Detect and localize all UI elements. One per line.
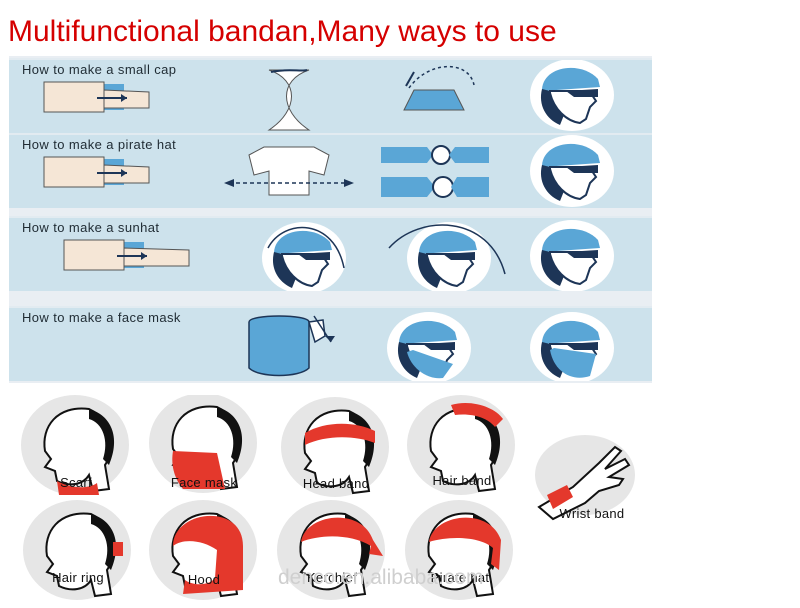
hands-pulling-tube-icon xyxy=(43,81,150,113)
style-label: Hair ring xyxy=(52,570,104,585)
hands-pulling-tube-icon xyxy=(63,239,190,271)
style-label: Wrist band xyxy=(559,506,625,521)
sunhat-steps-illustration xyxy=(63,219,615,291)
guide-row-pirate-hat: How to make a pirate hat xyxy=(9,133,652,208)
guide-row-face-mask: How to make a face mask xyxy=(9,306,652,381)
pirate-hat-steps-illustration xyxy=(43,135,615,208)
style-hood: Hood xyxy=(145,500,263,608)
head-band-head-icon xyxy=(280,396,390,498)
sunhat-step-one-head-icon xyxy=(261,221,347,291)
guide-row-title: How to make a small cap xyxy=(22,62,177,77)
sunhat-result-head-icon xyxy=(529,219,615,291)
style-pirate-hat: Pirate hat xyxy=(401,500,519,608)
face-mask-result-head-icon xyxy=(529,311,615,381)
style-kerchief: Kerchief xyxy=(273,500,391,608)
guide-row-small-cap: How to make a small cap xyxy=(9,58,652,133)
sunhat-step-two-head-icon xyxy=(388,221,506,291)
guide-row-sunhat: How to make a sunhat xyxy=(9,216,652,291)
watermark-text: denco.en.alibaba.com xyxy=(278,566,484,589)
pirate-hat-head-icon xyxy=(404,500,514,601)
style-hair-ring: Hair ring xyxy=(19,500,137,608)
hood-head-icon xyxy=(148,500,258,601)
twist-tube-icon xyxy=(267,69,311,131)
guide-row-title: How to make a pirate hat xyxy=(22,137,177,152)
instruction-panel: How to make a small cap xyxy=(9,56,652,383)
hair-band-head-icon xyxy=(406,395,516,496)
style-label: Pirate hat xyxy=(430,570,490,585)
face-mask-steps-illustration xyxy=(248,311,615,381)
style-label: Head band xyxy=(302,476,370,491)
small-cap-result-head-icon xyxy=(529,60,615,132)
style-wrist-band: Wrist band xyxy=(533,435,651,543)
flip-over-tube-icon xyxy=(403,65,475,111)
style-label: Face mask xyxy=(170,475,238,490)
wrist-band-hand-icon xyxy=(535,435,635,521)
kerchief-head-icon xyxy=(276,500,386,601)
guide-row-title: How to make a sunhat xyxy=(22,220,160,235)
page-title: Multifunctional bandan,Many ways to use xyxy=(8,15,557,48)
hands-pulling-tube-icon xyxy=(43,156,150,188)
style-hair-band: Hair band xyxy=(403,395,521,503)
style-label: Hood xyxy=(187,572,221,587)
style-face-mask: Face mask xyxy=(145,395,263,503)
tie-knot-icon xyxy=(381,145,489,198)
face-mask-head-icon xyxy=(148,395,258,494)
pirate-hat-result-head-icon xyxy=(529,135,615,208)
style-head-band: Head band xyxy=(277,395,395,503)
tube-over-head-icon xyxy=(248,315,335,377)
style-label: Scarf xyxy=(60,475,92,490)
tube-over-shirt-icon xyxy=(224,146,354,196)
face-mask-step-head-icon xyxy=(386,311,472,381)
style-scarf: Scarf xyxy=(17,395,135,503)
style-label: Hair band xyxy=(432,473,492,488)
style-label: Kerchief xyxy=(306,570,358,585)
small-cap-steps-illustration xyxy=(43,60,615,132)
hair-ring-head-icon xyxy=(22,500,132,601)
scarf-head-icon xyxy=(20,395,130,496)
guide-row-title: How to make a face mask xyxy=(22,310,181,325)
